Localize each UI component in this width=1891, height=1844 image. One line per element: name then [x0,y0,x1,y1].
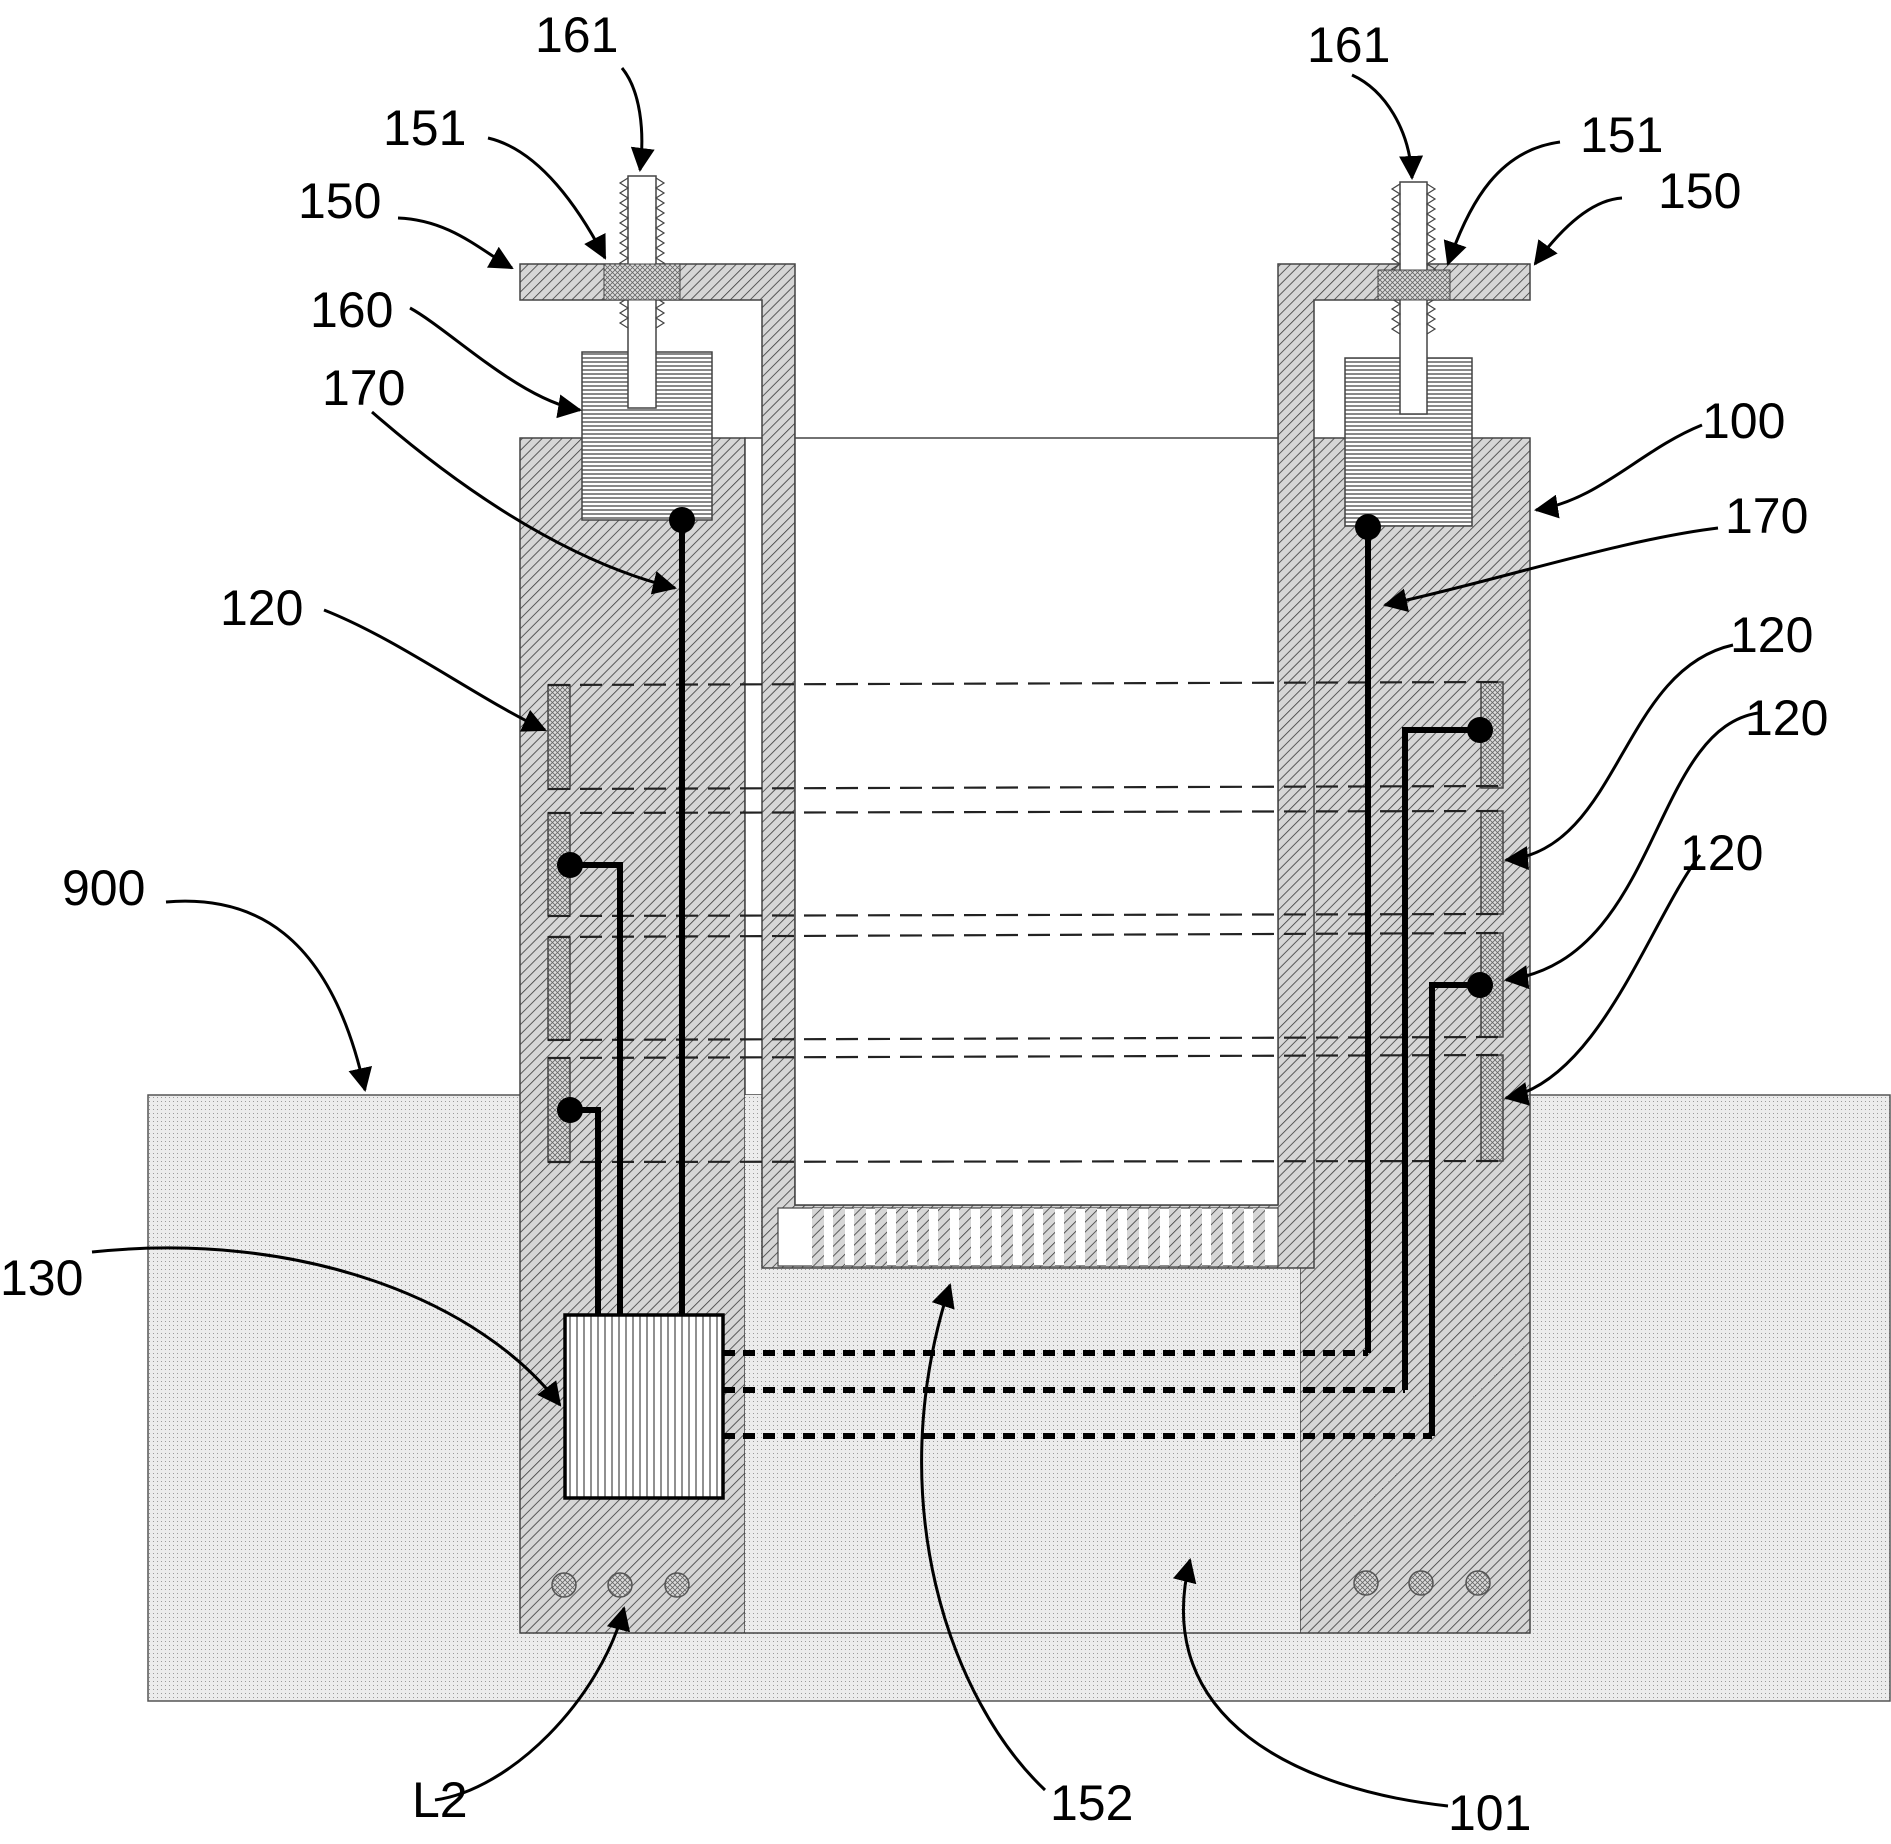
grating-bar [1127,1208,1139,1266]
label-L2: L2 [412,1772,468,1828]
leader-arrows [91,67,1759,1808]
grating-bar [1211,1208,1223,1266]
label-130: 130 [0,1250,83,1306]
label-170-right: 170 [1725,488,1808,544]
label-161-right: 161 [1307,17,1390,73]
label-120-right-a: 120 [1730,607,1813,663]
label-151-right: 151 [1580,107,1663,163]
label-150-right: 150 [1658,163,1741,219]
grating-bars [812,1208,1265,1266]
nut-151-right [1377,269,1451,301]
nut-151-left [603,263,681,301]
grating-bar [875,1208,887,1266]
label-150-left: 150 [298,173,381,229]
label-120-right-c: 120 [1680,825,1763,881]
grating-bar [833,1208,845,1266]
junctions [557,507,1493,1123]
grating-bar [1169,1208,1181,1266]
grating-bar [896,1208,908,1266]
grating-bar [812,1208,824,1266]
grating-bar [1085,1208,1097,1266]
wire-dots [723,1350,1432,1439]
grating-bar [1232,1208,1244,1266]
cavity-top-white [795,438,1278,1095]
label-151-left: 151 [383,100,466,156]
grating-bar [1148,1208,1160,1266]
label-101: 101 [1448,1785,1531,1841]
grating-bar [854,1208,866,1266]
grating-bar [1043,1208,1055,1266]
label-161-left: 161 [535,7,618,63]
grating-bar [1190,1208,1202,1266]
grating-bar [938,1208,950,1266]
grating-bar [1253,1208,1265,1266]
label-100: 100 [1702,393,1785,449]
controller-130 [563,1313,725,1500]
grating-bar [1106,1208,1118,1266]
grating-bar [1022,1208,1034,1266]
grating-bar [1001,1208,1013,1266]
grating-bar [1064,1208,1076,1266]
grating-bar [917,1208,929,1266]
label-170-left: 170 [322,360,405,416]
label-160: 160 [310,282,393,338]
label-120-left: 120 [220,580,303,636]
label-900: 900 [62,860,145,916]
label-120-right-b: 120 [1745,690,1828,746]
grating-bar [959,1208,971,1266]
holes-L2 [551,1570,1491,1598]
grating-bar [980,1208,992,1266]
label-152: 152 [1050,1775,1133,1831]
reference-labels: 161 161 151 151 150 150 160 170 170 100 … [0,7,1828,1841]
